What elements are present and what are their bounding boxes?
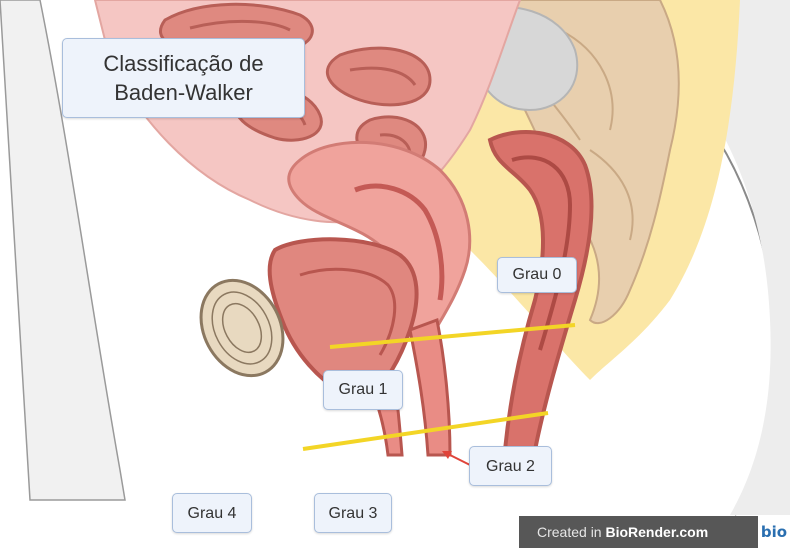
credit-prefix: Created in (537, 524, 605, 540)
grau-0-label: Grau 0 (497, 257, 577, 293)
grau-4-label: Grau 4 (172, 493, 252, 533)
grau-1-label: Grau 1 (323, 370, 403, 410)
biorender-credit[interactable]: Created in BioRender.com bio (519, 516, 790, 548)
title-line-1: Classificação de (63, 49, 304, 78)
biorender-logo: bio (758, 516, 790, 548)
grau-2-label: Grau 2 (469, 446, 552, 486)
title-label: Classificação de Baden-Walker (62, 38, 305, 118)
grau-3-label: Grau 3 (314, 493, 392, 533)
arrow-icon (442, 451, 470, 465)
credit-text: Created in BioRender.com (537, 516, 708, 548)
credit-brand: BioRender.com (605, 524, 708, 540)
title-line-2: Baden-Walker (63, 78, 304, 107)
